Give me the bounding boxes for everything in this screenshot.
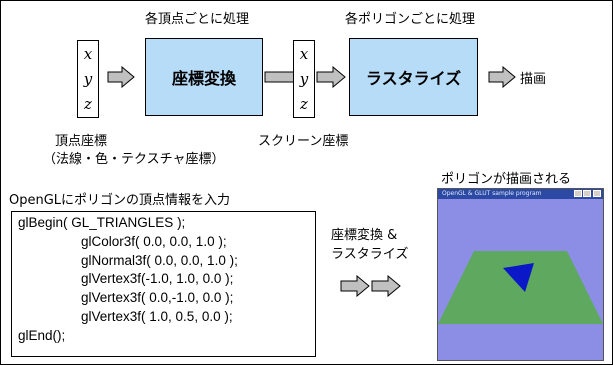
vertex-coordinate-box: x y z — [77, 40, 99, 118]
coord-y: y — [83, 69, 93, 88]
arrow-to-draw — [488, 66, 516, 88]
rasterize-label: ラスタライズ — [365, 69, 462, 88]
blue-triangle — [503, 263, 534, 292]
draw-label: 描画 — [520, 72, 547, 87]
arrow-to-rasterize — [316, 66, 346, 88]
render-window: OpenGL & GLUT sample program — [437, 188, 604, 361]
coord-z: z — [84, 95, 92, 114]
screen-coord-x: x — [299, 44, 309, 63]
per-polygon-caption: 各ポリゴンごとに処理 — [345, 12, 476, 27]
result-caption: ポリゴンが描画される — [441, 172, 572, 187]
coord-x: x — [83, 44, 93, 63]
code-line: glColor3f( 0.0, 0.0, 1.0 ); — [81, 233, 227, 249]
rasterize-stage: ラスタライズ — [349, 38, 478, 116]
coordinate-transform-stage: 座標変換 — [145, 38, 263, 116]
vertex-coords-label: 頂点座標 — [55, 134, 108, 149]
screen-coord-z: z — [300, 95, 308, 114]
per-vertex-caption: 各頂点ごとに処理 — [145, 12, 250, 27]
render-window-title: OpenGL & GLUT sample program — [442, 190, 542, 197]
input-caption: OpenGLにポリゴンの頂点情報を入力 — [9, 193, 231, 208]
transform-caption-line2: ラスタライズ — [331, 247, 409, 262]
arrow-to-transform — [107, 66, 135, 88]
coordinate-transform-label: 座標変換 — [171, 69, 236, 88]
code-line: glNormal3f( 0.0, 0.0, 1.0 ); — [81, 252, 238, 268]
arrow-process-1 — [340, 275, 370, 297]
close-button[interactable] — [593, 190, 601, 197]
transform-caption-line1: 座標変換 & — [331, 228, 398, 243]
rendered-scene — [438, 251, 603, 324]
maximize-button[interactable] — [583, 190, 591, 197]
arrow-to-screen — [264, 71, 296, 83]
opengl-code-box: glBegin( GL_TRIANGLES ); glColor3f( 0.0,… — [11, 211, 316, 357]
minimize-button[interactable] — [574, 190, 582, 197]
render-window-titlebar: OpenGL & GLUT sample program — [438, 189, 603, 199]
screen-coordinate-box: x y z — [293, 40, 315, 118]
screen-coords-label: スクリーン座標 — [258, 134, 349, 149]
code-line: glVertex3f(-1.0, 1.0, 0.0 ); — [81, 271, 234, 287]
arrow-process-2 — [371, 275, 401, 297]
vertex-attributes-label: （法線・色・テクスチャ座標） — [43, 152, 225, 167]
code-line: glEnd(); — [18, 327, 66, 343]
green-floor-plane — [438, 251, 603, 324]
code-line: glBegin( GL_TRIANGLES ); — [18, 215, 186, 230]
screen-coord-y: y — [299, 69, 309, 88]
code-line: glVertex3f( 0.0,-1.0, 0.0 ); — [81, 290, 234, 306]
code-line: glVertex3f( 1.0, 0.5, 0.0 ); — [81, 308, 233, 324]
